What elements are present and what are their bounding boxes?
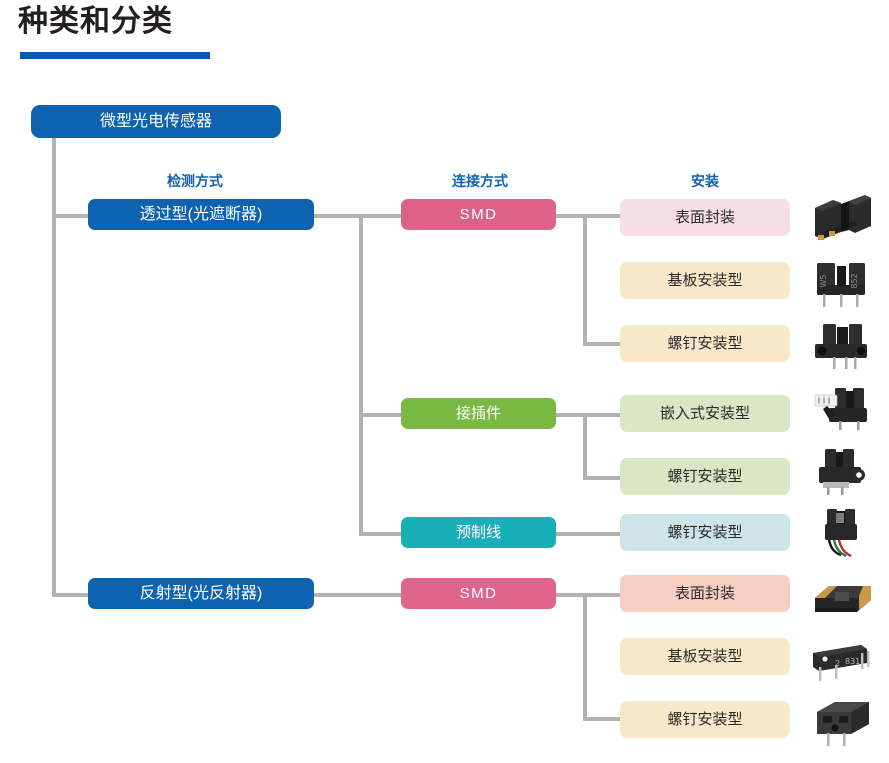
column-header-installation: 安装: [691, 173, 719, 189]
svg-text:831: 831: [845, 657, 860, 666]
product-photo-photoreflector-through-hole: 2 831: [805, 633, 879, 689]
connector-root-trunk: [52, 137, 56, 597]
column-header-detection-method: 检测方式: [167, 173, 223, 189]
connector-connector-type-trunk: [583, 413, 587, 480]
node-mount-surface-package-1[interactable]: 表面封装: [620, 199, 790, 236]
connector-through-beam-stub: [313, 214, 363, 218]
node-mount-surface-package-2[interactable]: 表面封装: [620, 575, 790, 612]
svg-text:W5: W5: [819, 275, 828, 288]
node-mount-board-mount-1[interactable]: 基板安装型: [620, 262, 790, 299]
svg-text:2: 2: [835, 659, 840, 668]
connector-smd1-to-screw-mount: [583, 342, 623, 346]
node-type-reflective[interactable]: 反射型(光反射器): [88, 578, 314, 609]
product-photo-photointerrupter-through-hole: W5 852: [805, 255, 879, 311]
connector-to-embedded-mount: [583, 413, 623, 417]
page-title: 种类和分类: [18, 5, 173, 38]
svg-text:852: 852: [850, 273, 859, 288]
connector-connector-type-stub: [555, 413, 605, 417]
connector-cable-type-to-screw-mount: [555, 532, 623, 536]
connector-smd2-trunk: [583, 593, 587, 720]
node-mount-board-mount-2[interactable]: 基板安装型: [620, 638, 790, 675]
connector-smd2-to-surface-mount: [583, 593, 623, 597]
connector-root-to-through-beam: [52, 214, 90, 218]
connector-reflective-to-smd2: [313, 593, 403, 597]
column-header-connection-method: 连接方式: [452, 173, 508, 189]
node-connection-connector[interactable]: 接插件: [401, 398, 556, 429]
product-photo-photointerrupter-smd: [805, 192, 879, 248]
connector-to-smd-1: [359, 214, 403, 218]
node-connection-smd-reflective[interactable]: SMD: [401, 578, 556, 609]
node-mount-embedded-mount[interactable]: 嵌入式安装型: [620, 395, 790, 432]
product-photo-photointerrupter-connector: [805, 381, 879, 437]
connector-to-connector-screw-mount: [583, 476, 623, 480]
node-mount-screw-mount-2[interactable]: 螺钉安装型: [620, 458, 790, 495]
node-connection-cable[interactable]: 预制线: [401, 517, 556, 548]
connector-smd2-to-screw-mount: [583, 717, 623, 721]
node-root-micro-photosensor[interactable]: 微型光电传感器: [31, 105, 281, 138]
node-type-through-beam[interactable]: 透过型(光遮断器): [88, 199, 314, 230]
product-photo-photointerrupter-screw: [805, 318, 879, 374]
connector-smd1-trunk: [583, 214, 587, 346]
node-mount-screw-mount-1[interactable]: 螺钉安装型: [620, 325, 790, 362]
connector-to-connector-type: [359, 413, 403, 417]
node-mount-screw-mount-3[interactable]: 螺钉安装型: [620, 514, 790, 551]
connector-smd1-stub: [555, 214, 605, 218]
connector-smd2-stub: [555, 593, 605, 597]
connector-to-cable-type: [359, 532, 403, 536]
connector-root-to-reflective: [52, 593, 90, 597]
node-connection-smd-through-beam[interactable]: SMD: [401, 199, 556, 230]
product-photo-photointerrupter-cable: [805, 505, 879, 561]
node-mount-screw-mount-4[interactable]: 螺钉安装型: [620, 701, 790, 738]
title-underline-rule: [20, 52, 210, 59]
product-photo-photointerrupter-connector-screw: [805, 444, 879, 500]
connector-smd1-to-surface-mount: [583, 214, 623, 218]
product-photo-photoreflector-smd: [805, 570, 879, 626]
product-photo-photoreflector-screw: [805, 696, 879, 752]
connector-through-beam-trunk: [359, 214, 363, 536]
